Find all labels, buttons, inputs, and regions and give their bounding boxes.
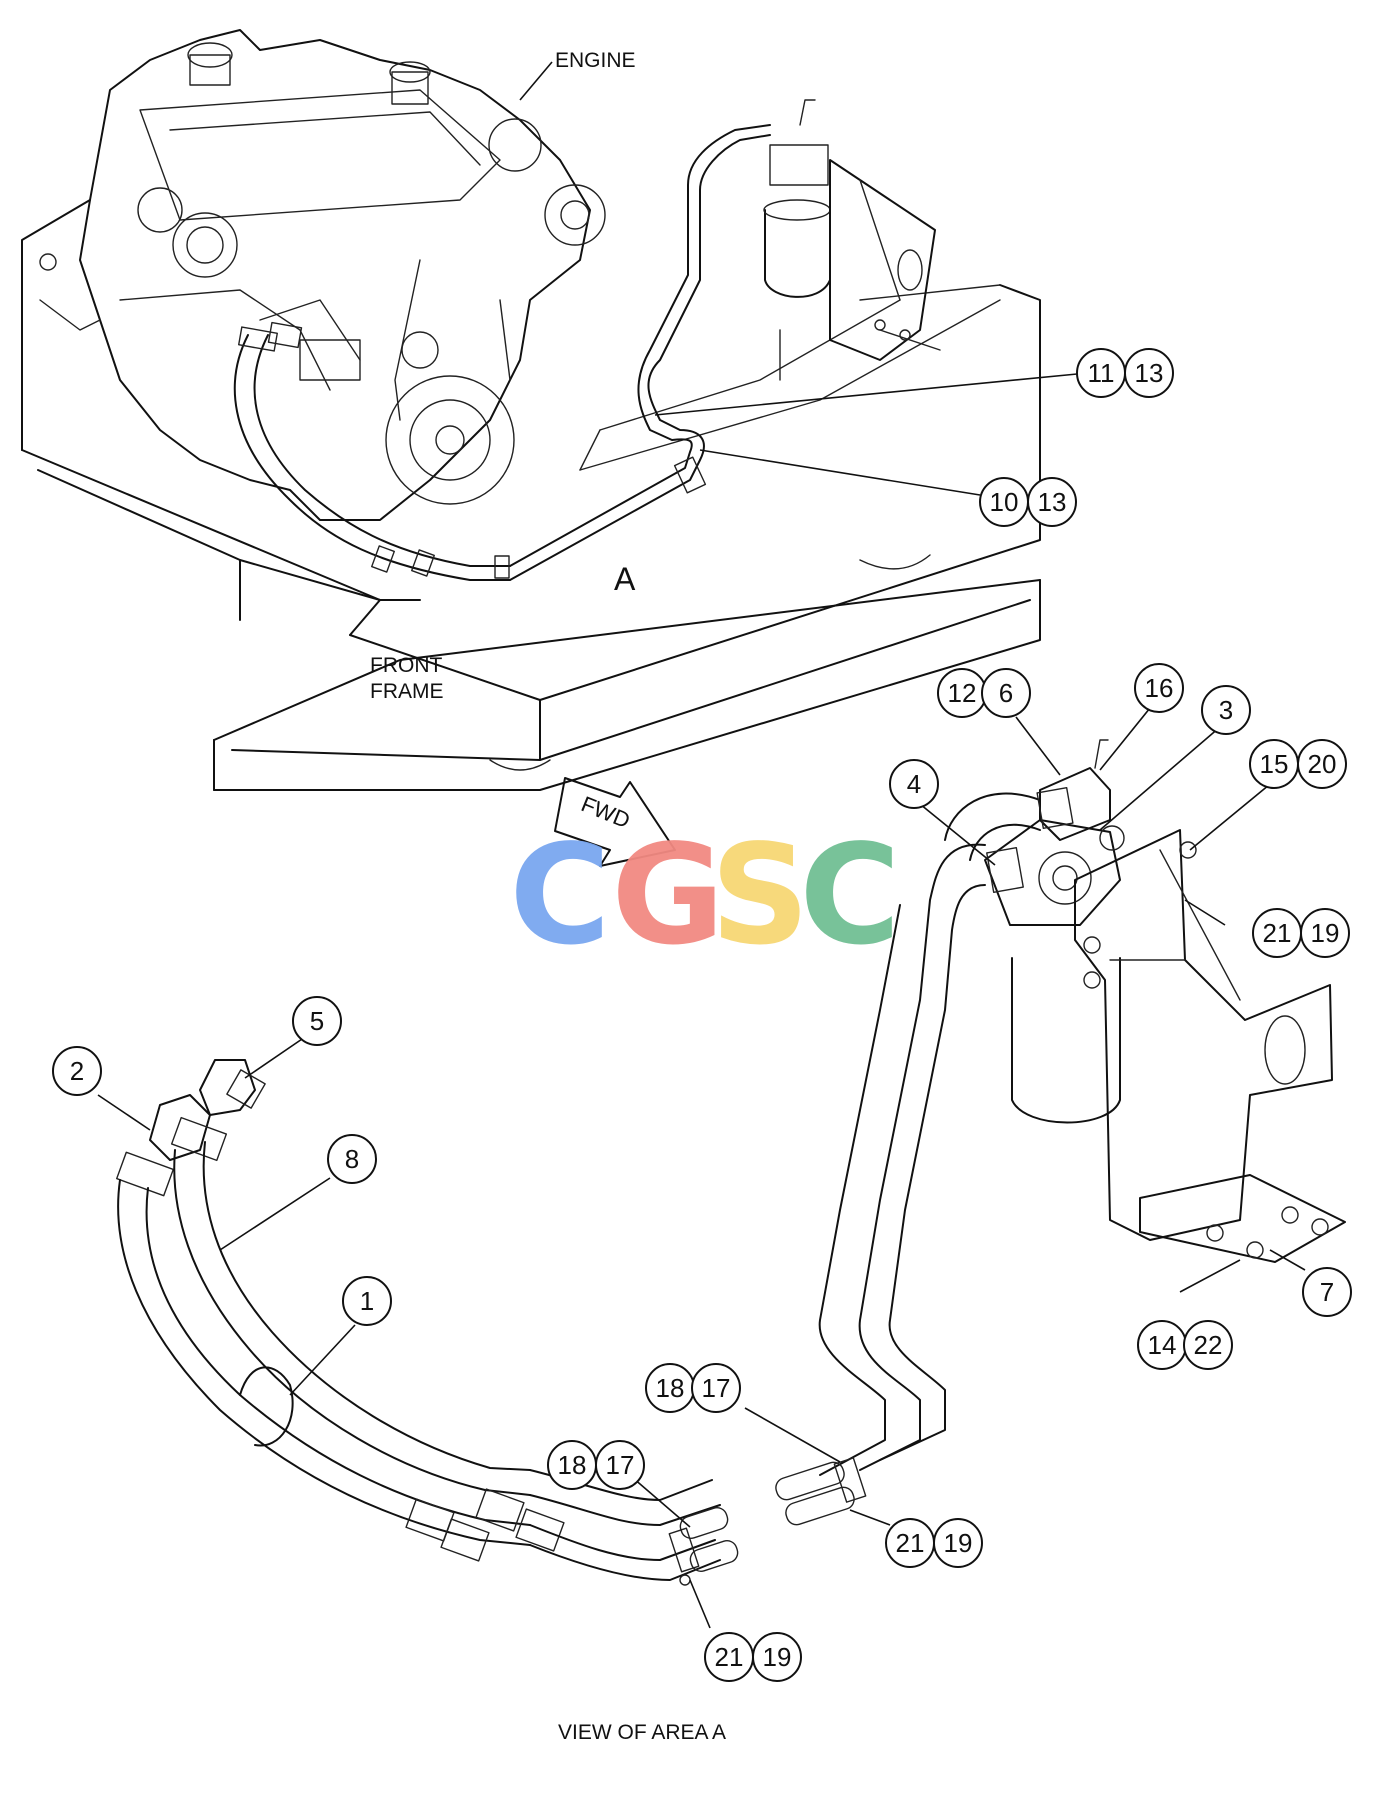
callout-balloon: 1 (342, 1276, 392, 1326)
area-a-label: A (614, 561, 636, 597)
filter-bracket-assembly (984, 739, 1346, 1263)
callout-balloon: 22 (1183, 1320, 1233, 1370)
callout-balloon: 21 (704, 1632, 754, 1682)
svg-text:15: 15 (1260, 749, 1289, 779)
svg-text:5: 5 (310, 1006, 324, 1036)
callout-balloon: 21 (885, 1518, 935, 1568)
callout-balloon: 4 (889, 759, 939, 809)
svg-text:19: 19 (763, 1642, 792, 1672)
callout-balloon: 15 (1249, 739, 1299, 789)
callout-balloon: 13 (1027, 477, 1077, 527)
watermark-letter: S (710, 815, 809, 976)
svg-text:4: 4 (907, 769, 921, 799)
callout-balloon: 14 (1137, 1320, 1187, 1370)
callout-balloon: 13 (1124, 348, 1174, 398)
callout-balloon: 21 (1252, 908, 1302, 958)
svg-text:8: 8 (345, 1144, 359, 1174)
svg-text:6: 6 (999, 678, 1013, 708)
svg-text:13: 13 (1038, 487, 1067, 517)
view-caption: VIEW OF AREA A (558, 1721, 726, 1744)
svg-text:18: 18 (558, 1450, 587, 1480)
callout-balloon: 20 (1297, 739, 1347, 789)
top-view-hoses (233, 124, 771, 581)
callout-balloon: 18 (645, 1363, 695, 1413)
watermark-logo: C G S C (509, 815, 900, 976)
front-frame-label-line1: FRONT (370, 654, 442, 677)
top-view-filter-bracket (763, 99, 941, 361)
svg-text:21: 21 (715, 1642, 744, 1672)
watermark-letter: C (799, 815, 900, 976)
svg-text:19: 19 (1311, 918, 1340, 948)
callout-balloon: 16 (1134, 663, 1184, 713)
svg-text:19: 19 (944, 1528, 973, 1558)
callout-balloon: 8 (327, 1134, 377, 1184)
svg-text:16: 16 (1145, 673, 1174, 703)
callout-balloon: 12 (937, 668, 987, 718)
svg-text:20: 20 (1308, 749, 1337, 779)
front-frame-drawing (21, 199, 1041, 791)
callout-balloon: 5 (292, 996, 342, 1046)
callout-balloon: 6 (981, 668, 1031, 718)
watermark-letter: G (611, 815, 724, 976)
callout-balloon: 2 (52, 1046, 102, 1096)
callout-balloon: 19 (933, 1518, 983, 1568)
callout-balloon: 10 (979, 477, 1029, 527)
callout-balloon: 19 (1300, 908, 1350, 958)
svg-text:14: 14 (1148, 1330, 1177, 1360)
top-view-labels: ENGINE FRONT FRAME A (370, 49, 636, 703)
svg-text:21: 21 (1263, 918, 1292, 948)
svg-text:10: 10 (990, 487, 1019, 517)
svg-text:17: 17 (702, 1373, 731, 1403)
callout-balloon: 11 (1076, 348, 1126, 398)
engine-label: ENGINE (555, 49, 636, 72)
svg-text:12: 12 (948, 678, 977, 708)
front-frame-label-line2: FRAME (370, 680, 444, 703)
svg-text:13: 13 (1135, 358, 1164, 388)
callout-balloon: 17 (691, 1363, 741, 1413)
svg-text:17: 17 (606, 1450, 635, 1480)
callout-balloon: 18 (547, 1440, 597, 1490)
svg-text:21: 21 (896, 1528, 925, 1558)
svg-text:7: 7 (1320, 1277, 1334, 1307)
left-hose-assembly (116, 1059, 739, 1586)
watermark-letter: C (509, 815, 610, 976)
callout-balloon: 3 (1201, 685, 1251, 735)
callout-balloons: 11 13 10 13 12 6 16 3 15 20 4 21 19 5 2 … (52, 348, 1352, 1682)
svg-text:18: 18 (656, 1373, 685, 1403)
engine-drawing (39, 29, 606, 521)
svg-text:2: 2 (70, 1056, 84, 1086)
callout-balloon: 7 (1302, 1267, 1352, 1317)
svg-text:11: 11 (1088, 358, 1115, 388)
svg-text:3: 3 (1219, 695, 1233, 725)
callout-balloon: 19 (752, 1632, 802, 1682)
leader-lines (97, 373, 1306, 1629)
svg-text:22: 22 (1194, 1330, 1223, 1360)
callout-balloon: 17 (595, 1440, 645, 1490)
svg-text:1: 1 (360, 1286, 374, 1316)
right-hose-pair (775, 786, 1074, 1526)
